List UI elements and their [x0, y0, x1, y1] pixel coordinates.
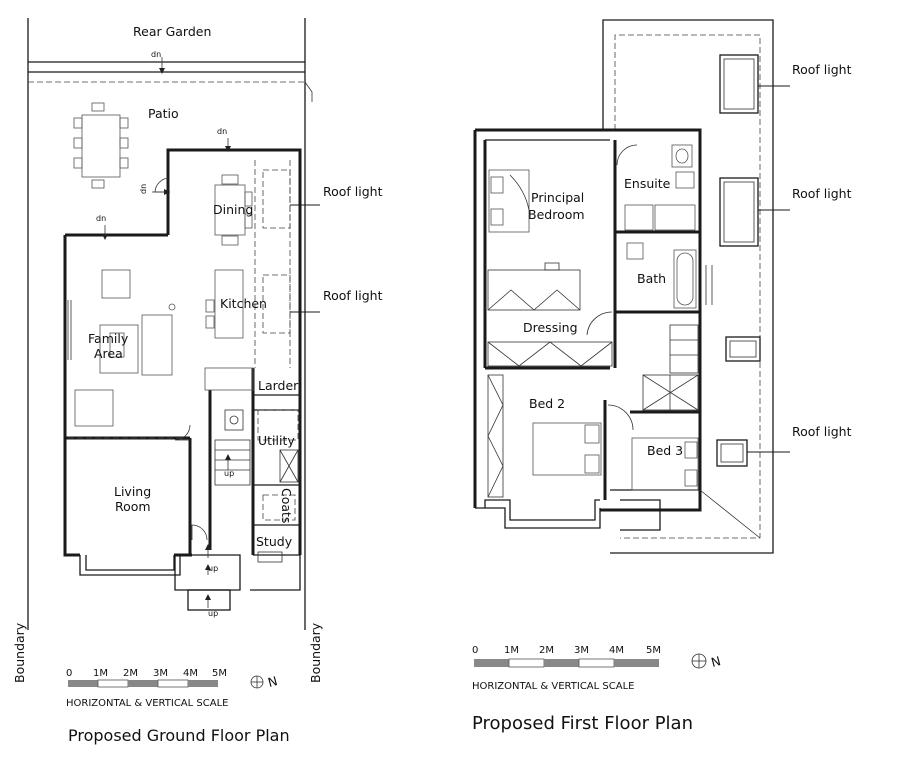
- g-tick-3: 3M: [153, 668, 168, 679]
- label-area: Area: [94, 346, 123, 361]
- g-tick-2: 2M: [123, 668, 138, 679]
- label-roof-light-f2: Roof light: [792, 186, 852, 201]
- f-north: N: [709, 653, 722, 670]
- label-bed-3: Bed 3: [647, 443, 683, 458]
- first-roof-lights: [716, 54, 790, 467]
- label-boundary-left: Boundary: [12, 622, 27, 683]
- f-tick-0: 0: [472, 645, 478, 656]
- first-floor-caption: Proposed First Floor Plan: [472, 713, 693, 734]
- ground-stairs: [214, 409, 251, 486]
- label-family: Family: [88, 331, 129, 346]
- ensuite-fittings: [616, 144, 696, 231]
- ground-floor-labels: Rear Garden Patio Dining Kitchen Family …: [12, 24, 383, 745]
- level-arrows: [102, 57, 231, 608]
- principal-bed: [488, 169, 530, 233]
- bed-3-furniture: [631, 437, 699, 491]
- f-tick-2: 2M: [539, 645, 554, 656]
- label-bed-2: Bed 2: [529, 396, 565, 411]
- label-roof-light-g2: Roof light: [323, 288, 383, 303]
- g-tick-1: 1M: [93, 668, 108, 679]
- label-kitchen: Kitchen: [220, 296, 267, 311]
- bath-fittings: [626, 242, 713, 309]
- first-stairs: [607, 324, 699, 431]
- label-dining: Dining: [213, 202, 253, 217]
- label-patio: Patio: [148, 106, 179, 121]
- label-up-stairs: up: [224, 469, 234, 478]
- bed-2-furniture: [487, 374, 602, 498]
- dressing-wardrobes: [487, 262, 613, 367]
- label-bedroom: Bedroom: [528, 207, 585, 222]
- first-walls: [473, 128, 702, 529]
- ground-scale-bar: [68, 675, 264, 689]
- patio-table: [73, 102, 129, 189]
- f-tick-1: 1M: [504, 645, 519, 656]
- f-tick-4: 4M: [609, 645, 624, 656]
- first-floor-labels: Principal Bedroom Ensuite Bath Dressing …: [472, 62, 852, 734]
- g-scale-label: HORIZONTAL & VERTICAL SCALE: [66, 698, 228, 709]
- label-dn-family: dn: [96, 214, 106, 223]
- label-up-hall: up: [208, 564, 218, 573]
- roof-light-outline-1: [262, 169, 291, 229]
- g-tick-4: 4M: [183, 668, 198, 679]
- label-up-front: up: [208, 609, 218, 618]
- label-utility: Utility: [258, 433, 295, 448]
- label-room: Room: [115, 499, 151, 514]
- label-dn-top: dn: [151, 50, 161, 59]
- label-roof-light-f3: Roof light: [792, 424, 852, 439]
- first-scale-bar: [474, 653, 707, 669]
- label-boundary-right: Boundary: [308, 622, 323, 683]
- f-scale-label: HORIZONTAL & VERTICAL SCALE: [472, 681, 634, 692]
- g-tick-5: 5M: [212, 668, 227, 679]
- dining-table: [214, 174, 253, 246]
- label-rear-garden: Rear Garden: [133, 24, 211, 39]
- label-bath: Bath: [637, 271, 666, 286]
- roof-light-outline-2: [262, 274, 291, 334]
- ground-floor-plan: [27, 18, 320, 689]
- f-tick-5: 5M: [646, 645, 661, 656]
- label-larder: Larder: [258, 378, 299, 393]
- label-dressing: Dressing: [523, 320, 578, 335]
- scale-labels: 0 1M 2M 3M 4M 5M HORIZONTAL & VERTICAL S…: [66, 645, 722, 709]
- g-north: N: [266, 673, 279, 690]
- label-living: Living: [114, 484, 151, 499]
- label-dn-side: dn: [139, 184, 148, 194]
- label-study: Study: [256, 534, 293, 549]
- f-tick-3: 3M: [574, 645, 589, 656]
- label-dn-patio: dn: [217, 127, 227, 136]
- label-coats: Coats: [279, 488, 294, 523]
- label-roof-light-f1: Roof light: [792, 62, 852, 77]
- label-ensuite: Ensuite: [624, 176, 671, 191]
- ground-floor-caption: Proposed Ground Floor Plan: [68, 726, 290, 745]
- family-area-furniture: [67, 269, 176, 427]
- label-principal: Principal: [531, 190, 584, 205]
- first-floor-plan: [473, 19, 790, 669]
- label-roof-light-g1: Roof light: [323, 184, 383, 199]
- g-tick-0: 0: [66, 668, 72, 679]
- kitchen-island: [214, 269, 244, 339]
